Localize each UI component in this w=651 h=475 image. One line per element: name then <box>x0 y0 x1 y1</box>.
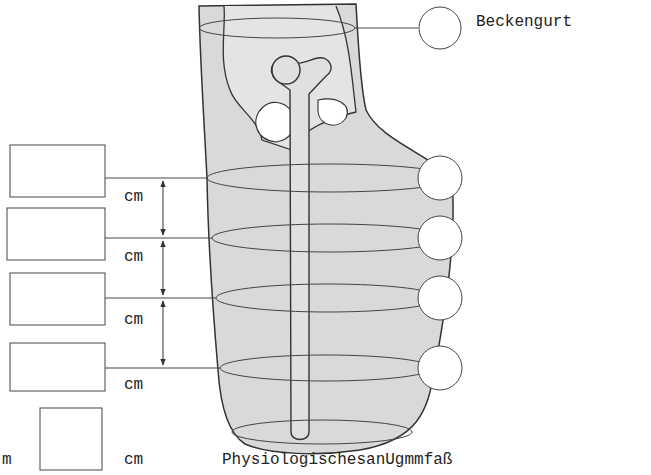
circle-shape <box>419 7 461 49</box>
dimension-arrow <box>163 181 164 235</box>
level-ring <box>212 224 448 252</box>
leader-line <box>105 368 220 369</box>
pubis <box>318 99 347 125</box>
entry-box <box>10 145 105 197</box>
leader-line <box>105 238 212 239</box>
entry-circle <box>418 156 462 200</box>
circle-outline <box>418 6 462 50</box>
femur-head <box>272 56 300 84</box>
pelvis-band <box>199 18 355 38</box>
entry-box <box>7 208 105 260</box>
level-ring <box>232 420 412 444</box>
leader-line <box>105 298 216 299</box>
level-ring <box>220 355 432 381</box>
dimension-arrow <box>163 241 164 295</box>
level-ring <box>216 284 440 312</box>
entry-circle <box>418 276 462 320</box>
unit-label: m <box>2 452 12 468</box>
measure-title: PhysiologischesanUgmmfaß <box>222 452 452 468</box>
level-ring <box>207 164 453 192</box>
part-name: Beckengurt <box>476 14 572 30</box>
entry-circle <box>418 346 462 390</box>
leader-line <box>105 178 207 179</box>
stump-outline <box>199 4 453 454</box>
entry-box <box>10 343 105 391</box>
entry-box <box>10 273 105 325</box>
entry-circle <box>418 216 462 260</box>
leader-line <box>355 28 418 29</box>
unit-label: cm <box>124 452 143 468</box>
unit-label: cm <box>124 377 143 393</box>
femur <box>271 58 331 440</box>
belt-circle: Beckengurt <box>418 6 462 50</box>
entry-box <box>40 408 102 470</box>
acetabulum <box>256 102 294 142</box>
unit-label: cm <box>124 249 143 265</box>
unit-label: cm <box>124 189 143 205</box>
dimension-arrow <box>163 301 164 365</box>
unit-label: cm <box>124 312 143 328</box>
